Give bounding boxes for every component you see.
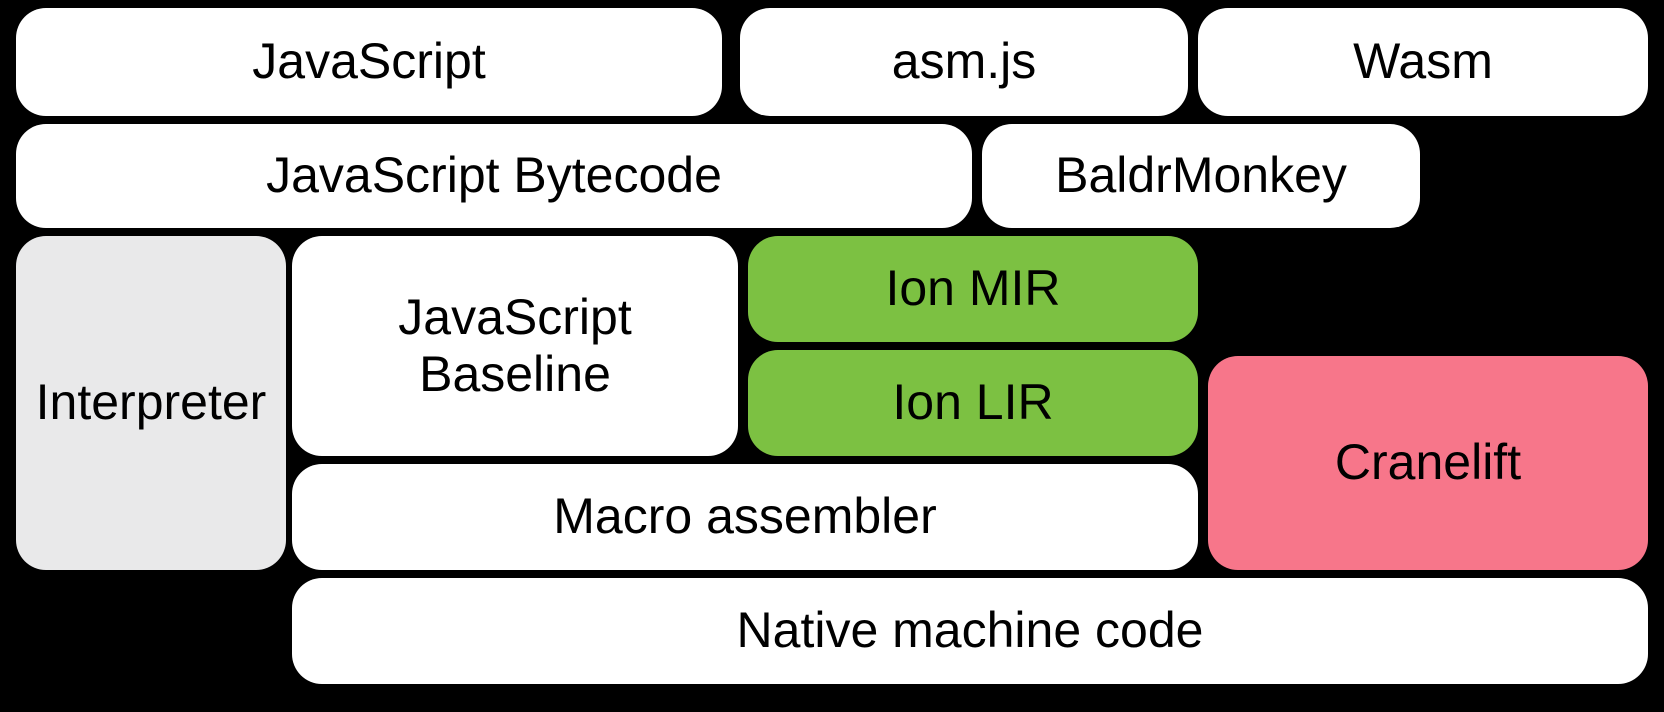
box-interpreter-label: Interpreter xyxy=(35,374,267,431)
box-native-machine-code: Native machine code xyxy=(292,578,1648,684)
box-native-machine-code-label: Native machine code xyxy=(736,602,1204,659)
box-javascript-label: JavaScript xyxy=(252,33,486,90)
box-ion-mir-label: Ion MIR xyxy=(885,260,1061,317)
box-asmjs: asm.js xyxy=(740,8,1188,116)
box-javascript-bytecode: JavaScript Bytecode xyxy=(16,124,972,228)
box-macro-assembler-label: Macro assembler xyxy=(553,488,937,545)
box-baldrmonkey-label: BaldrMonkey xyxy=(1055,147,1347,204)
box-wasm-label: Wasm xyxy=(1353,33,1493,90)
box-javascript-bytecode-label: JavaScript Bytecode xyxy=(266,147,722,204)
box-ion-lir-label: Ion LIR xyxy=(892,374,1054,431)
box-baldrmonkey: BaldrMonkey xyxy=(982,124,1420,228)
box-javascript: JavaScript xyxy=(16,8,722,116)
box-javascript-baseline-label: JavaScript Baseline xyxy=(398,288,632,403)
box-cranelift-label: Cranelift xyxy=(1334,434,1522,491)
box-javascript-baseline: JavaScript Baseline xyxy=(292,236,738,456)
box-interpreter: Interpreter xyxy=(16,236,286,570)
box-macro-assembler: Macro assembler xyxy=(292,464,1198,570)
box-ion-mir: Ion MIR xyxy=(748,236,1198,342)
box-asmjs-label: asm.js xyxy=(891,33,1037,90)
box-wasm: Wasm xyxy=(1198,8,1648,116)
box-cranelift: Cranelift xyxy=(1208,356,1648,570)
box-ion-lir: Ion LIR xyxy=(748,350,1198,456)
